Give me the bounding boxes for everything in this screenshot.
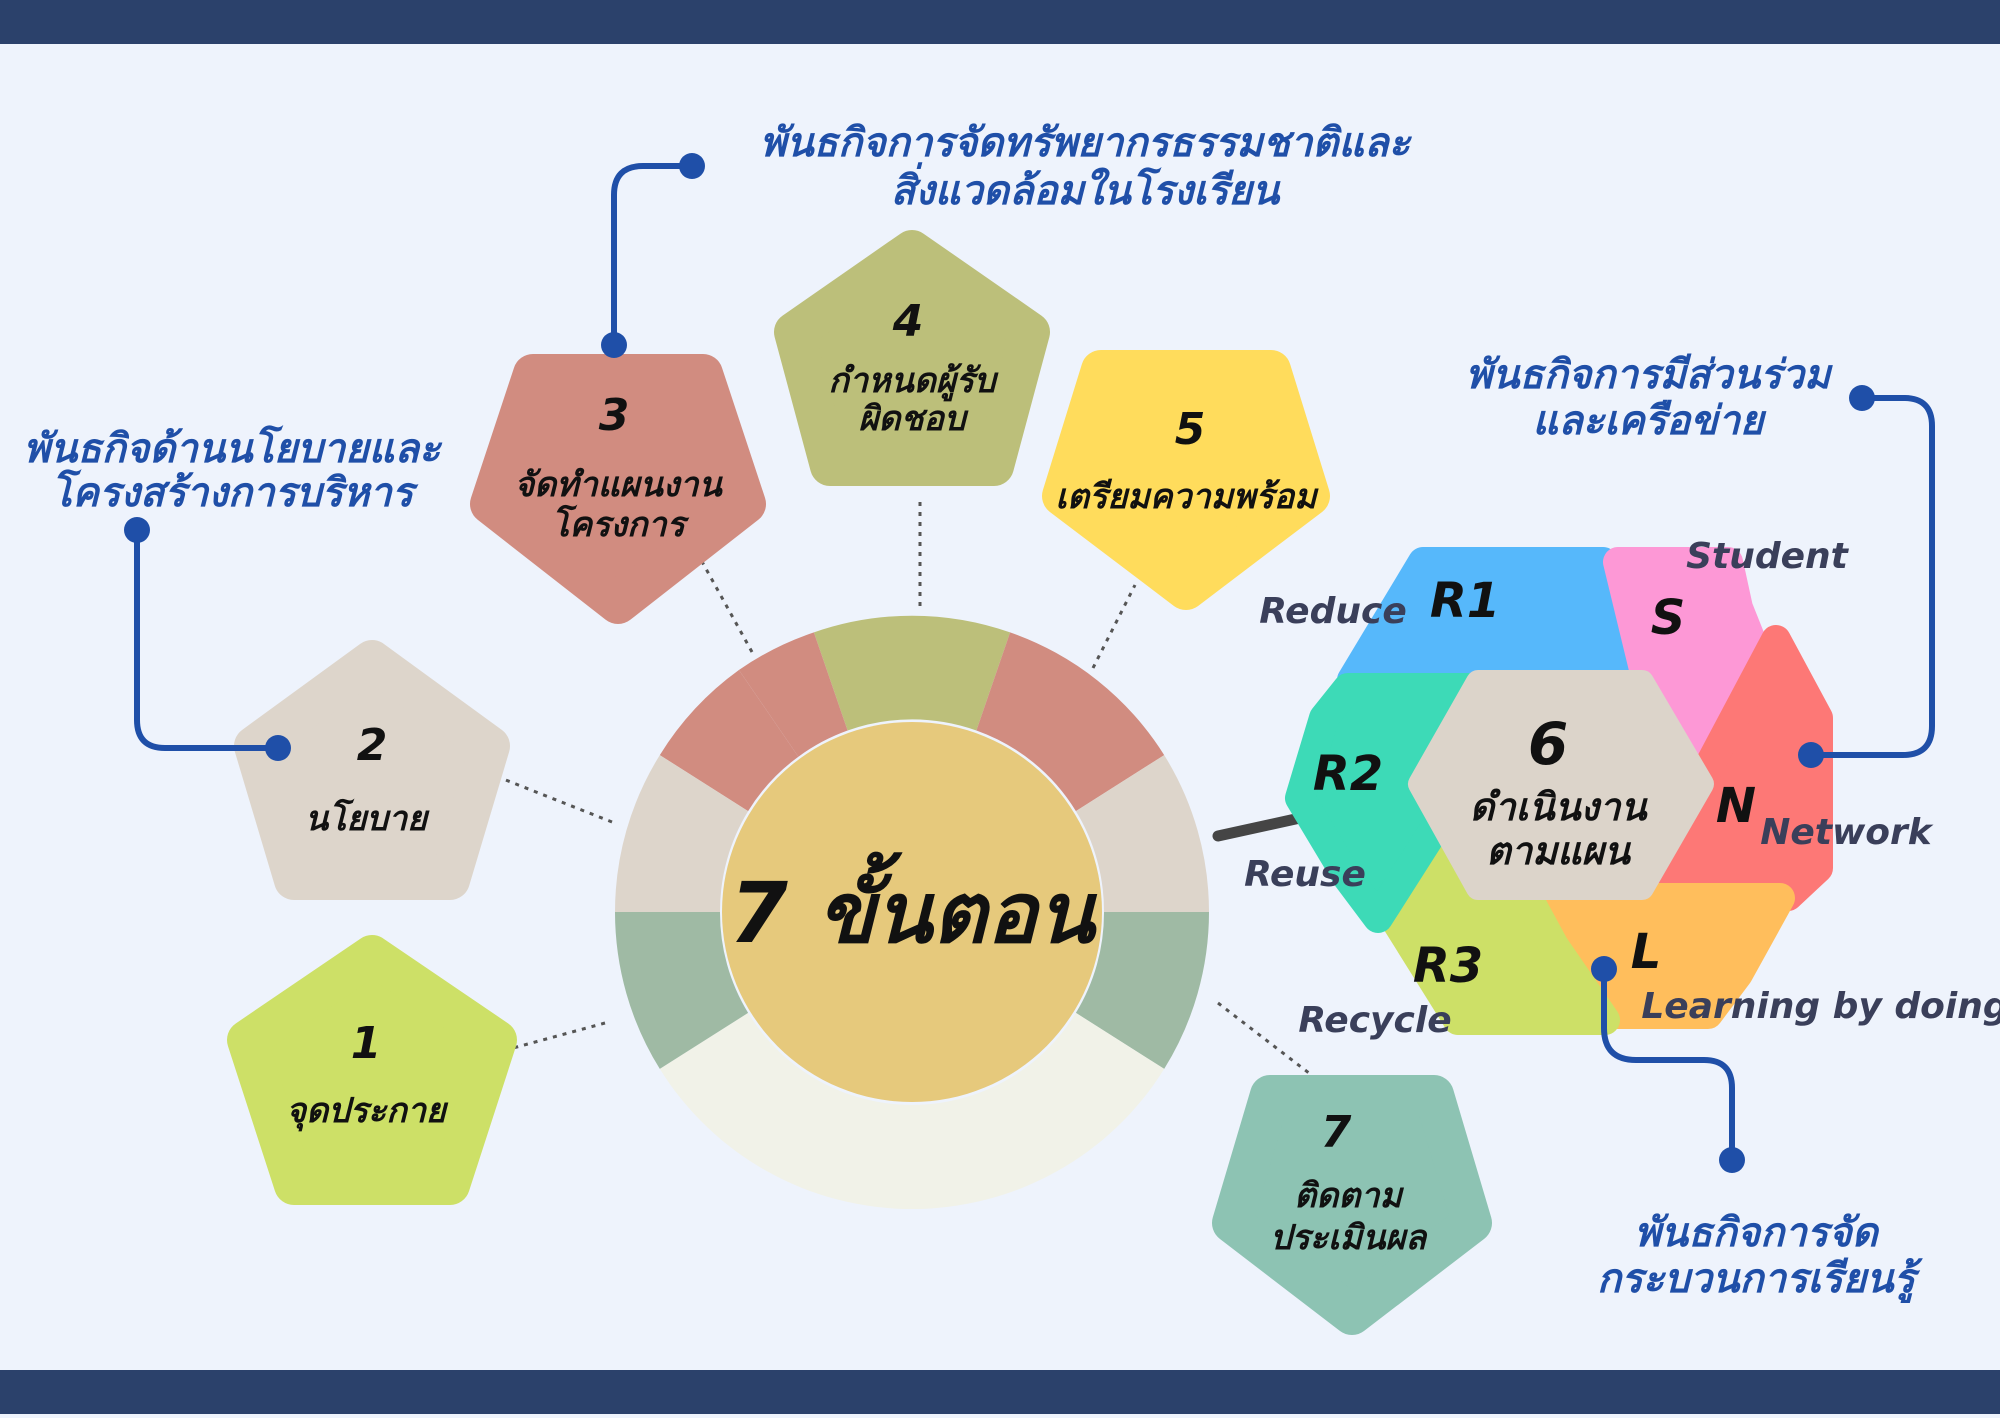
step-6-number: 6 [1528,710,1568,778]
connector-resources [611,163,695,348]
step-1-label: จุดประกาย [286,1091,449,1132]
center-title: 7 ขั้นตอน [730,851,1099,962]
step-4-label-line1: กำหนดผู้รับ [828,361,999,402]
step-2-number: 2 [357,720,388,771]
connector-policy [134,527,281,751]
step-3-label-line2: โครงการ [551,504,690,545]
step-4-pentagon [774,230,1050,486]
step-6-hexagon: 6 ดำเนินงาน ตามแผน [1285,547,1833,1035]
connector-learning [1601,966,1735,1163]
connector-step-3 [698,557,754,653]
bottom-banner [0,1370,2000,1414]
connector-step-2 [487,771,613,824]
step-7-number: 7 [1321,1107,1352,1158]
dot-policy-step [265,735,291,761]
step-4-number: 4 [892,296,924,347]
segment-r1-code: R1 [1430,573,1500,629]
dot-resources-step [601,332,627,358]
step-2: 2 นโยบาย [234,640,510,900]
connector-participation [1808,395,1935,758]
ring-segment-beige-top-left [738,632,848,757]
step-3-number: 3 [599,390,630,441]
step-4: 4 กำหนดผู้รับ ผิดชอบ [774,230,1050,486]
ring-segment-cream [659,1012,1165,1210]
step-1-number: 1 [351,1018,382,1069]
callout-policy-line1: พันธกิจด้านนโยบายและ [24,424,443,472]
dot-resources-top [679,153,705,179]
callout-learning-line2: กระบวนการเรียนรู้ [1597,1256,1923,1304]
segment-n-code: N [1716,778,1756,834]
ring-segment-sage-left [615,912,749,1069]
segment-r1-word: Reduce [1259,591,1407,632]
dot-policy-top [124,517,150,543]
segment-s-code: S [1651,590,1686,646]
ring-segment-olive [813,615,1011,731]
segment-s-word: Student [1686,536,1850,577]
step-3: 3 จัดทำแผนงาน โครงการ [470,354,766,624]
segment-l-code: L [1631,924,1662,980]
callout-dots [124,153,1875,1173]
ring-segment-sage-right [1075,912,1209,1069]
segment-r3-word: Recycle [1298,1000,1451,1041]
ring-segment-rose-left [659,670,799,812]
dot-participation-top [1849,385,1875,411]
step-3-label-line1: จัดทำแผนงาน [514,465,723,505]
step-2-label: นโยบาย [305,798,430,839]
segment-r2-code: R2 [1313,746,1383,802]
callout-participation-line2: และเครือข่าย [1533,398,1768,444]
step-1: 1 จุดประกาย [227,935,517,1205]
callout-resources-line1: พันธกิจการจัดทรัพยากรธรรมชาติและ [760,120,1413,166]
step-5-pentagon [1042,350,1330,610]
hexagon-core [1408,670,1714,900]
dot-learning-step [1591,956,1617,982]
step-5: 5 เตรียมความพร้อม [1042,350,1330,610]
segment-r3-code: R3 [1413,938,1483,994]
top-banner [0,0,2000,44]
ring-segment-beige-right [1075,755,1209,912]
callout-resources-line2: สิ่งแวดล้อมในโรงเรียน [891,162,1281,214]
segment-n-word: Network [1760,812,1933,853]
step-6-label-line1: ดำเนินงาน [1470,785,1649,829]
step-3-pentagon [470,354,766,624]
ring-segment-rose-right [976,632,1165,812]
callout-learning-line1: พันธกิจการจัด [1634,1210,1879,1256]
connector-step-5 [1091,584,1137,669]
step-7: 7 ติดตาม ประเมินผล [1212,1075,1492,1335]
dotted-connectors [479,498,1319,1082]
step-7-label-line1: ติดตาม [1294,1176,1404,1216]
step-5-label: เตรียมความพร้อม [1055,477,1319,517]
step-7-pentagon [1212,1075,1492,1335]
central-ring: 7 ขั้นตอน [615,615,1209,1210]
connector-step-1 [479,1021,606,1059]
step-2-pentagon [234,640,510,900]
dot-participation-step [1798,742,1824,768]
center-circle [722,722,1102,1102]
step-5-number: 5 [1175,404,1206,455]
ring-segment-beige-left [615,755,749,912]
step-7-label-line2: ประเมินผล [1270,1218,1428,1258]
step-4-label-line2: ผิดชอบ [858,399,968,439]
step-1-pentagon [227,935,517,1205]
connector-step-7 [1217,1001,1319,1082]
dot-learning-bottom [1719,1147,1745,1173]
step-6-label-line2: ตามแผน [1486,829,1632,873]
segment-l-word: Learning by doing [1641,986,2000,1027]
callout-connectors [134,163,1935,1163]
callout-policy-line2: โครงสร้างการบริหาร [51,468,419,516]
ring-to-hexagon-link [1212,812,1306,842]
segment-r2-word: Reuse [1244,854,1366,895]
callout-participation-line1: พันธกิจการมีส่วนร่วม [1466,352,1833,398]
